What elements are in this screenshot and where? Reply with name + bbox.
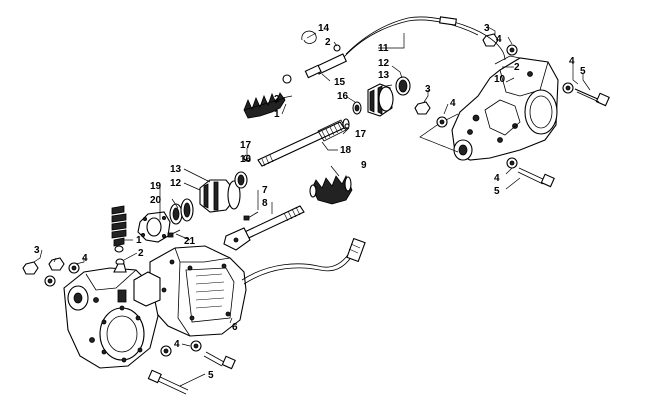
callout-4: 4: [174, 339, 180, 350]
leader-lines: [33, 26, 591, 387]
callout-10: 10: [494, 74, 506, 85]
bolt-right-lower: [517, 167, 555, 188]
callout-12: 12: [378, 58, 390, 69]
callout-5: 5: [580, 66, 586, 77]
bolt-left-lower: [147, 369, 189, 395]
coupler-and-seal-right: [352, 76, 411, 117]
shift-boot-upper: [243, 92, 286, 119]
callout-2: 2: [274, 94, 280, 105]
front-gearcase-housing: [63, 245, 247, 369]
callout-4: 4: [450, 98, 456, 109]
shift-boot-lower: [111, 205, 127, 266]
callout-13: 13: [170, 164, 182, 175]
callout-1: 1: [136, 235, 142, 246]
nut-and-washer-set: [414, 33, 574, 169]
coupler-and-seal-left: [199, 171, 248, 213]
callout-8: 8: [262, 198, 268, 209]
callout-1: 1: [274, 109, 280, 120]
callout-14: 14: [318, 23, 330, 34]
cable-fitting: [282, 44, 348, 84]
callout-18: 18: [340, 145, 352, 156]
nut-and-washer-set-left: [22, 257, 202, 357]
output-shaft: [223, 205, 305, 251]
callout-21: 21: [184, 236, 196, 247]
callout-3: 3: [34, 245, 40, 256]
callout-2: 2: [514, 62, 520, 73]
callout-13: 13: [378, 70, 390, 81]
callout-5: 5: [494, 186, 500, 197]
callout-6: 6: [232, 322, 238, 333]
callout-7: 7: [262, 185, 268, 196]
drive-shaft: [257, 118, 350, 167]
callout-3: 3: [425, 84, 431, 95]
callout-4: 4: [494, 173, 500, 184]
callout-17: 17: [355, 129, 367, 140]
callout-2: 2: [138, 248, 144, 259]
callout-9: 9: [361, 160, 367, 171]
callout-2: 2: [325, 37, 331, 48]
callout-17: 17: [240, 140, 252, 151]
bolt-left-upper: [203, 351, 236, 370]
circlip: [301, 30, 317, 44]
bearing-retainer: [137, 198, 194, 243]
callout-labels: 14 2 11 3 4 12 13 2 10 4 5 15 16 3 4 2 1…: [34, 23, 586, 381]
callout-16: 16: [337, 91, 349, 102]
callout-11: 11: [378, 43, 389, 54]
bolt-right-upper: [574, 88, 610, 107]
callout-12: 12: [170, 178, 182, 189]
wiring-harness: [241, 237, 366, 285]
callout-4: 4: [569, 56, 575, 67]
protection-boot: [309, 175, 353, 205]
callout-5: 5: [208, 370, 214, 381]
callout-4: 4: [82, 253, 88, 264]
callout-20: 20: [150, 195, 162, 206]
speedometer-cable: [345, 16, 506, 61]
rear-gearcase-housing: [451, 55, 559, 161]
callout-15: 15: [334, 77, 346, 88]
callout-19: 19: [150, 181, 162, 192]
callout-3: 3: [484, 23, 490, 34]
callout-4: 4: [496, 34, 502, 45]
callout-16: 16: [240, 154, 252, 165]
